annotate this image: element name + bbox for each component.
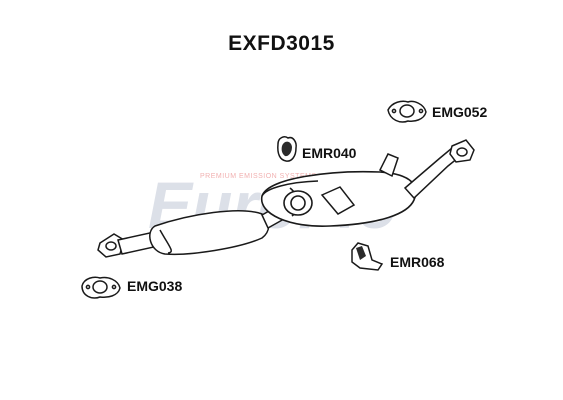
mount-emr068-icon — [351, 242, 384, 271]
label-emg038: EMG038 — [127, 278, 183, 294]
watermark-tagline: PREMIUM EMISSION SYSTEMS — [200, 173, 317, 180]
hanger-emr040-icon — [277, 136, 297, 162]
gasket-emg052-icon — [387, 100, 427, 123]
rear-box-bracket — [320, 153, 399, 215]
front-silencer — [149, 210, 270, 256]
label-emg052: EMG052 — [432, 104, 488, 120]
tail-pipe — [403, 146, 459, 200]
rear-flange — [449, 139, 475, 163]
part-number-title: EXFD3015 — [228, 32, 335, 55]
label-emr040: EMR040 — [302, 145, 357, 161]
gasket-emg038-icon — [81, 276, 121, 299]
label-emr068: EMR068 — [390, 254, 445, 270]
